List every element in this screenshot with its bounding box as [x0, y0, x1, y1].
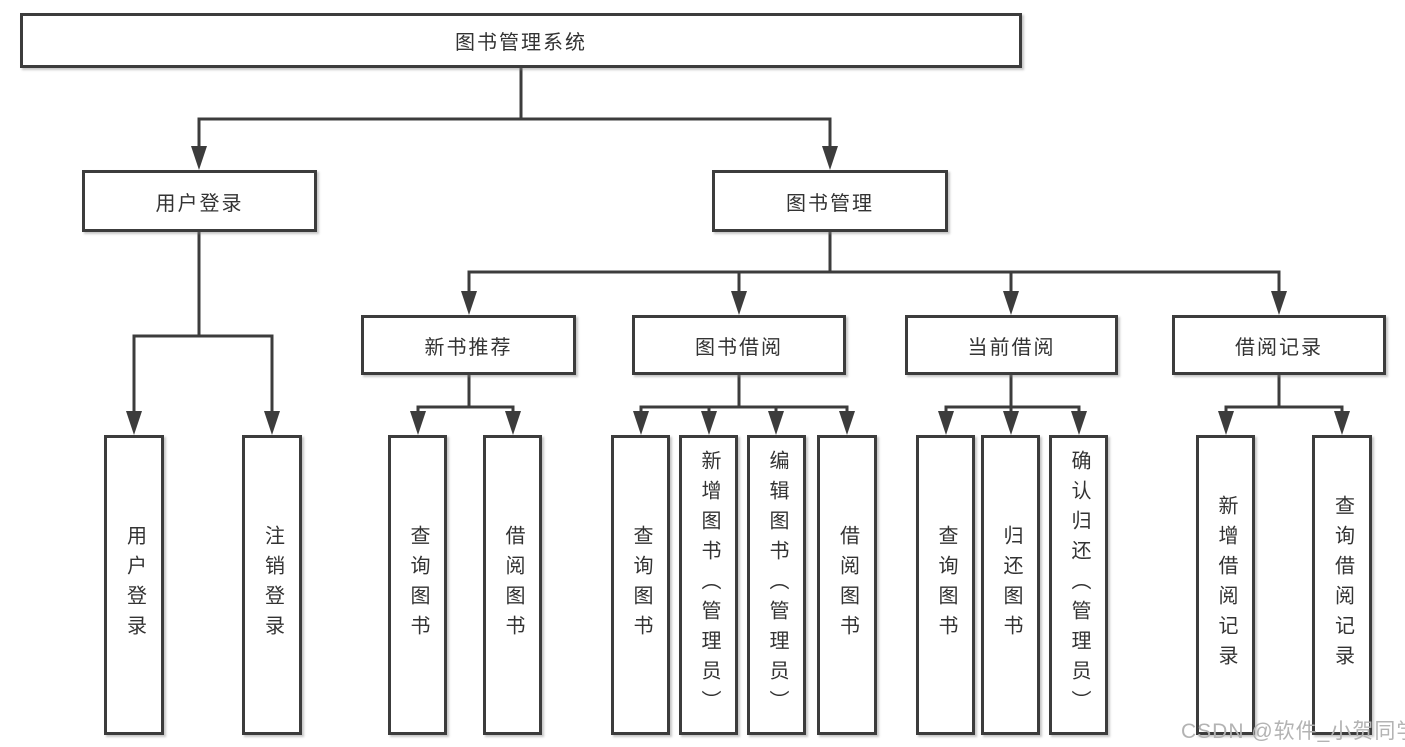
leaf-user-login: 用户登录: [104, 435, 164, 735]
leaf-edit-book-admin: 编辑图书（管理员）: [747, 435, 806, 735]
leaf-borrow-books-label: 借阅图书: [836, 525, 859, 645]
leaf-add-borrow-record-label: 新增借阅记录: [1215, 495, 1237, 675]
node-current-borrow: 当前借阅: [905, 315, 1118, 375]
leaf-query-borrow-record: 查询借阅记录: [1312, 435, 1372, 735]
leaf-borrow-books: 借阅图书: [817, 435, 877, 735]
leaf-confirm-return-admin: 确认归还（管理员）: [1049, 435, 1108, 735]
leaf-query-borrow-record-label: 查询借阅记录: [1331, 495, 1354, 675]
leaf-add-book-admin: 新增图书（管理员）: [679, 435, 738, 735]
leaf-borrow-books-recommend-label: 借阅图书: [502, 525, 524, 645]
leaf-add-borrow-record: 新增借阅记录: [1196, 435, 1255, 735]
leaf-query-books-borrow-label: 查询图书: [630, 525, 652, 645]
node-user-login: 用户登录: [82, 170, 317, 232]
node-current-borrow-label: 当前借阅: [967, 336, 1056, 359]
node-user-login-label: 用户登录: [155, 192, 244, 215]
leaf-query-books-recommend: 查询图书: [388, 435, 447, 735]
node-book-management-label: 图书管理: [786, 192, 874, 215]
node-book-borrow-label: 图书借阅: [695, 336, 783, 359]
node-borrow-records: 借阅记录: [1172, 315, 1386, 375]
leaf-query-books-recommend-label: 查询图书: [407, 525, 429, 645]
leaf-borrow-books-recommend: 借阅图书: [483, 435, 542, 735]
node-book-borrow: 图书借阅: [632, 315, 846, 375]
node-borrow-records-label: 借阅记录: [1235, 336, 1323, 359]
node-library-system: 图书管理系统: [20, 13, 1022, 68]
node-library-system-label: 图书管理系统: [455, 32, 587, 54]
node-new-book-recommend-label: 新书推荐: [424, 336, 513, 359]
leaf-return-book-label: 归还图书: [1000, 525, 1022, 645]
leaf-add-book-admin-label: 新增图书（管理员）: [698, 450, 720, 720]
leaf-return-book: 归还图书: [981, 435, 1040, 735]
node-book-management: 图书管理: [712, 170, 948, 232]
leaf-user-login-label: 用户登录: [123, 525, 146, 645]
leaf-confirm-return-admin-label: 确认归还（管理员）: [1068, 450, 1090, 720]
node-new-book-recommend: 新书推荐: [361, 315, 576, 375]
leaf-logout: 注销登录: [242, 435, 302, 735]
leaf-query-books-current: 查询图书: [916, 435, 975, 735]
leaf-edit-book-admin-label: 编辑图书（管理员）: [766, 450, 788, 720]
csdn-watermark: CSDN @软件_小贺同学: [1181, 720, 1405, 743]
leaf-query-books-borrow: 查询图书: [611, 435, 670, 735]
leaf-logout-label: 注销登录: [261, 525, 284, 645]
leaf-query-books-current-label: 查询图书: [935, 525, 957, 645]
